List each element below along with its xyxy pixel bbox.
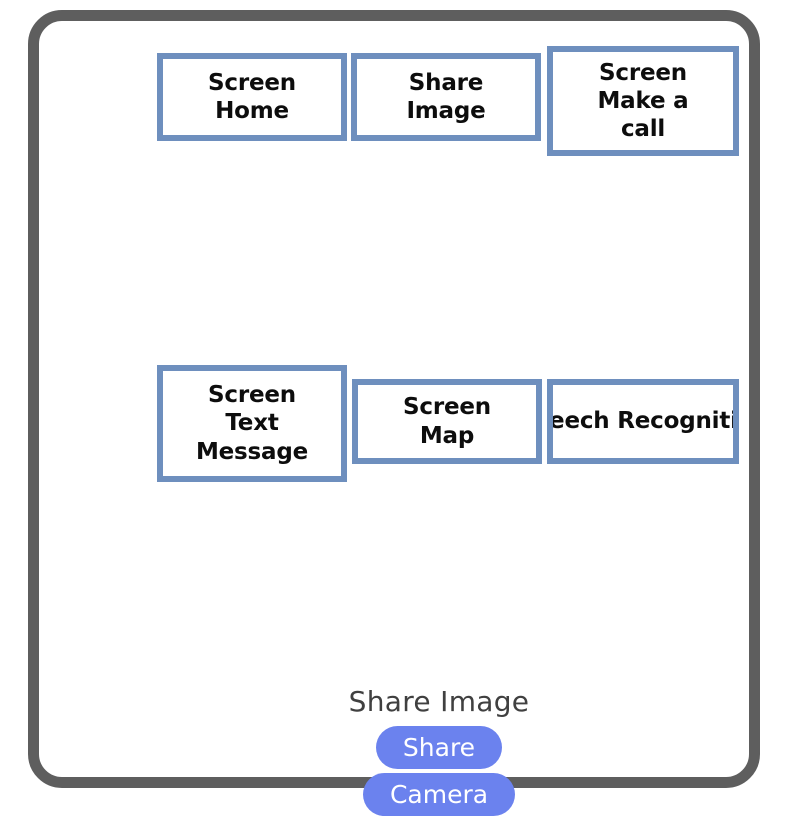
share-button[interactable]: Share bbox=[376, 726, 502, 769]
flow-box-label: Share Image bbox=[406, 69, 486, 124]
flow-box-label: Screen Text Message bbox=[195, 382, 309, 465]
flow-box-label: Screen Make a call bbox=[597, 59, 689, 143]
flow-box-speech-recognition[interactable]: Speech Recognition bbox=[547, 379, 739, 464]
flow-box-label: Speech Recognition bbox=[549, 408, 738, 435]
camera-button[interactable]: Camera bbox=[363, 773, 515, 816]
flow-box-label: Screen Home bbox=[208, 69, 296, 124]
flow-box-label: Screen Map bbox=[403, 394, 491, 449]
flow-box-screen-make-a-call[interactable]: Screen Make a call bbox=[547, 46, 739, 156]
share-sheet-title: Share Image bbox=[348, 685, 530, 718]
flow-box-screen-map[interactable]: Screen Map bbox=[352, 379, 542, 464]
flow-box-share-image[interactable]: Share Image bbox=[351, 53, 541, 141]
flow-box-screen-text-message[interactable]: Screen Text Message bbox=[157, 365, 347, 482]
flow-box-screen-home[interactable]: Screen Home bbox=[157, 53, 347, 141]
share-sheet: Share Image Share Camera bbox=[39, 685, 800, 816]
device-frame: Screen Home Share Image Screen Make a ca… bbox=[28, 10, 760, 816]
